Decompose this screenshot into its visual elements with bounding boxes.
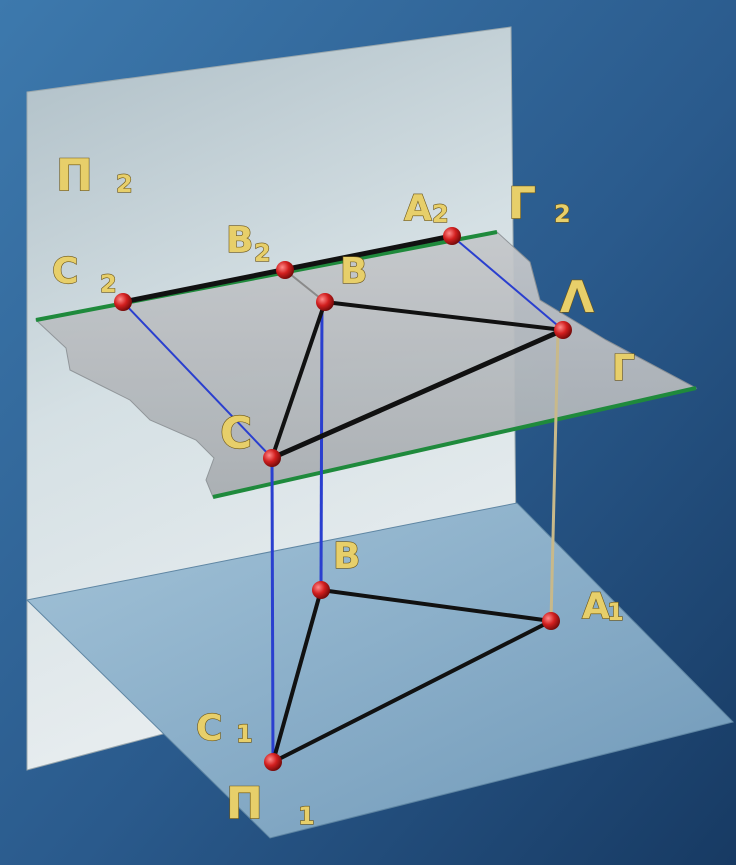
triangle-edge-ab — [324, 300, 564, 332]
triangle-edge-ac — [270, 327, 565, 461]
projection-line-c-c1 — [270, 457, 275, 763]
label-b2: B — [226, 220, 253, 261]
label-a2-sub: 2 — [432, 200, 449, 228]
projection-line-a-a1 — [549, 329, 560, 622]
label-b2-sub: 2 — [254, 239, 271, 267]
label-c: C — [220, 408, 252, 459]
horizontal-triangle-edge-a1c1 — [272, 619, 552, 764]
label-cutting-trace-sub: 2 — [554, 200, 571, 228]
label-c1: C — [196, 708, 222, 749]
label-horizontal-plane: Π — [226, 778, 263, 829]
point-b — [316, 293, 334, 311]
projection-line-c2-c — [122, 301, 273, 459]
label-a2: A — [404, 188, 432, 229]
projection-line-a2-a — [451, 235, 564, 331]
label-frontal-plane-sub: 2 — [116, 170, 133, 198]
point-b1 — [312, 581, 330, 599]
label-b1: B — [333, 536, 360, 577]
trace-line-frontal — [35, 230, 498, 322]
projection-line-b-b1 — [319, 301, 324, 591]
point-b2 — [276, 261, 294, 279]
point-c2 — [114, 293, 132, 311]
label-horizontal-plane-sub: 1 — [298, 802, 315, 830]
point-c1 — [264, 753, 282, 771]
horizontal-triangle-edge-a1b1 — [320, 588, 552, 623]
horizontal-plane — [25, 502, 734, 839]
label-c2-sub: 2 — [100, 270, 117, 298]
label-a1: A — [582, 586, 610, 627]
label-a: Λ — [560, 272, 594, 323]
point-a1 — [542, 612, 560, 630]
label-cutting-plane: Γ — [612, 348, 635, 389]
label-c1-sub: 1 — [236, 720, 253, 748]
triangle-edge-bc — [270, 301, 327, 459]
trace-line-cutting — [212, 386, 697, 499]
label-b: B — [340, 251, 367, 292]
label-cutting-trace: Γ — [508, 178, 536, 229]
horizontal-triangle-edge-b1c1 — [271, 589, 323, 763]
label-frontal-plane: Π — [56, 150, 93, 201]
point-a2 — [443, 227, 461, 245]
point-c — [263, 449, 281, 467]
cutting-plane — [34, 231, 698, 498]
label-a1-sub: 1 — [607, 598, 624, 626]
point-a — [554, 321, 572, 339]
label-c2: C — [52, 251, 78, 292]
